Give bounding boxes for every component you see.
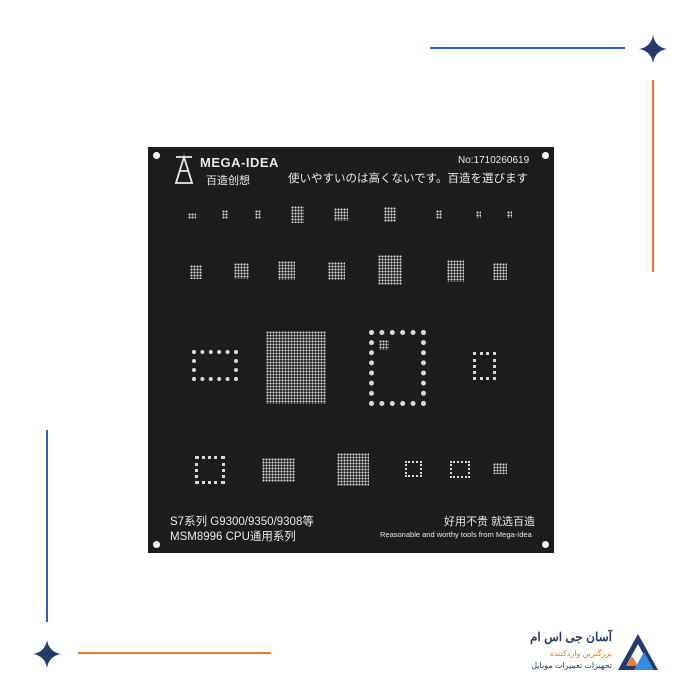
chip-pad <box>291 206 304 223</box>
triangle-logo-icon <box>618 634 658 670</box>
chip-pad <box>328 262 345 280</box>
chip-frame-outline <box>369 330 426 406</box>
chip-frame-outline <box>473 352 496 380</box>
chip-pad <box>337 453 369 486</box>
chip-pad <box>188 213 196 219</box>
corner-hole <box>153 152 160 159</box>
company-name: آسان جی اس ام <box>529 630 612 644</box>
chip-pad <box>493 463 507 474</box>
chip-pad <box>476 211 481 218</box>
chip-pad <box>262 458 295 482</box>
brand-name-cn: 百造创想 <box>206 175 250 187</box>
bottom-orange-line <box>78 652 271 654</box>
chinese-slogan: 好用不贵 就选百造 <box>444 516 536 528</box>
cpu-bga-grid <box>266 331 326 404</box>
serial-number: No:1710260619 <box>458 155 530 166</box>
company-tagline-1: بزرگترین واردکننده <box>549 649 612 658</box>
chip-pad <box>278 261 295 280</box>
chip-pad <box>379 340 389 350</box>
model-line-2: MSM8996 CPU通用系列 <box>170 531 296 543</box>
english-slogan: Reasonable and worthy tools from Mega-Id… <box>380 530 532 539</box>
chip-pad <box>255 210 261 219</box>
top-blue-line <box>430 47 625 49</box>
mega-idea-logo-icon <box>174 155 194 184</box>
chip-pad <box>493 263 507 280</box>
chip-pad <box>378 255 402 285</box>
chip-pad <box>384 207 396 222</box>
chip-pad <box>507 211 512 218</box>
brand-name: MEGA-IDEA <box>200 155 279 170</box>
right-orange-line <box>652 80 654 272</box>
chip-pad <box>222 210 228 219</box>
chip-pad <box>195 456 225 484</box>
bga-stencil-plate: MEGA-IDEA 百造创想 No:1710260619 使いやすいのは高くない… <box>148 147 554 553</box>
chip-pad <box>405 461 422 477</box>
company-logo: آسان جی اس ام بزرگترین واردکننده تجهیزات… <box>520 630 660 680</box>
chip-pad <box>447 260 464 282</box>
chip-pad <box>234 263 249 279</box>
corner-hole <box>542 541 549 548</box>
chip-pad <box>436 210 442 219</box>
sparkle-icon <box>639 35 667 63</box>
chip-pad <box>190 265 202 279</box>
corner-hole <box>153 541 160 548</box>
model-line-1: S7系列 G9300/9350/9308等 <box>170 516 314 528</box>
japanese-slogan: 使いやすいのは高くないです。百造を選びます <box>288 173 529 185</box>
chip-pad <box>450 461 470 478</box>
corner-hole <box>542 152 549 159</box>
company-tagline-2: تجهیزات تعمیرات موبایل <box>531 661 612 670</box>
left-blue-line <box>46 430 48 622</box>
chip-pad <box>334 208 348 221</box>
chip-frame-outline <box>192 350 238 381</box>
sparkle-icon <box>33 640 61 668</box>
